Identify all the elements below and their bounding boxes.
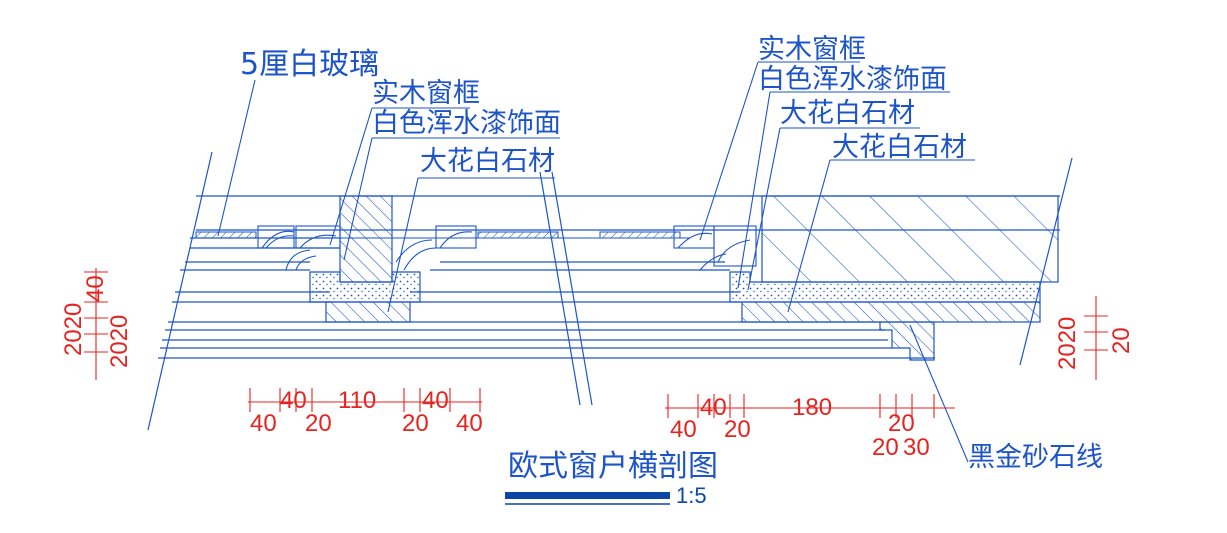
drawing-title: 欧式窗户横剖图: [508, 449, 718, 484]
callout-glass: 5厘白玻璃: [240, 47, 380, 82]
dim-right-vertical-a: 2020: [1054, 316, 1081, 370]
drawing-scale: 1:5: [676, 483, 707, 508]
dim-br-bot-1: 40: [670, 416, 697, 443]
dim-left-vertical-c: 2020: [106, 314, 133, 368]
dim-bl-top-1: 40: [280, 387, 307, 414]
dim-br-bot-3: 20: [872, 434, 899, 461]
wood-frame-posts: [339, 195, 1059, 283]
dim-bl-top-2: 110: [338, 387, 377, 414]
dim-right-vertical-b: 20: [1108, 327, 1135, 354]
scale-bar: [505, 492, 670, 505]
callout-marble-right-lower: 大花白石材: [832, 132, 967, 163]
dim-br-top-3: 20: [888, 410, 915, 437]
glass-panes: [195, 231, 690, 239]
dim-br-bot-2: 20: [724, 416, 751, 443]
break-lines: [147, 151, 1073, 431]
marble-blocks: [309, 271, 1041, 361]
callout-marble-left: 大花白石材: [420, 146, 555, 177]
callout-paint-left: 白色浑水漆饰面: [372, 108, 561, 139]
dim-bl-bot-3: 20: [402, 410, 429, 437]
callout-black-gold: 黑金砂石线: [968, 442, 1103, 473]
dim-bl-bot-1: 40: [250, 410, 277, 437]
dim-br-top-2: 180: [792, 394, 833, 421]
callout-frame-left: 实木窗框: [372, 78, 480, 109]
dim-br-top-1: 40: [700, 394, 727, 421]
callout-paint-right: 白色浑水漆饰面: [758, 64, 947, 95]
dim-br-bot-4: 30: [903, 434, 930, 461]
dimension-lines: [84, 268, 1108, 418]
callout-marble-right-upper: 大花白石材: [780, 98, 915, 129]
dim-bl-bot-4: 40: [456, 410, 483, 437]
sash-mouldings: [257, 225, 757, 271]
dim-bl-top-3: 40: [422, 387, 449, 414]
dim-left-vertical-a: 2020: [60, 302, 87, 356]
leader-lines: [217, 61, 975, 463]
dim-bl-bot-2: 20: [305, 410, 332, 437]
callout-frame-right: 实木窗框: [758, 34, 866, 65]
dim-left-vertical-b: 40: [82, 275, 109, 302]
